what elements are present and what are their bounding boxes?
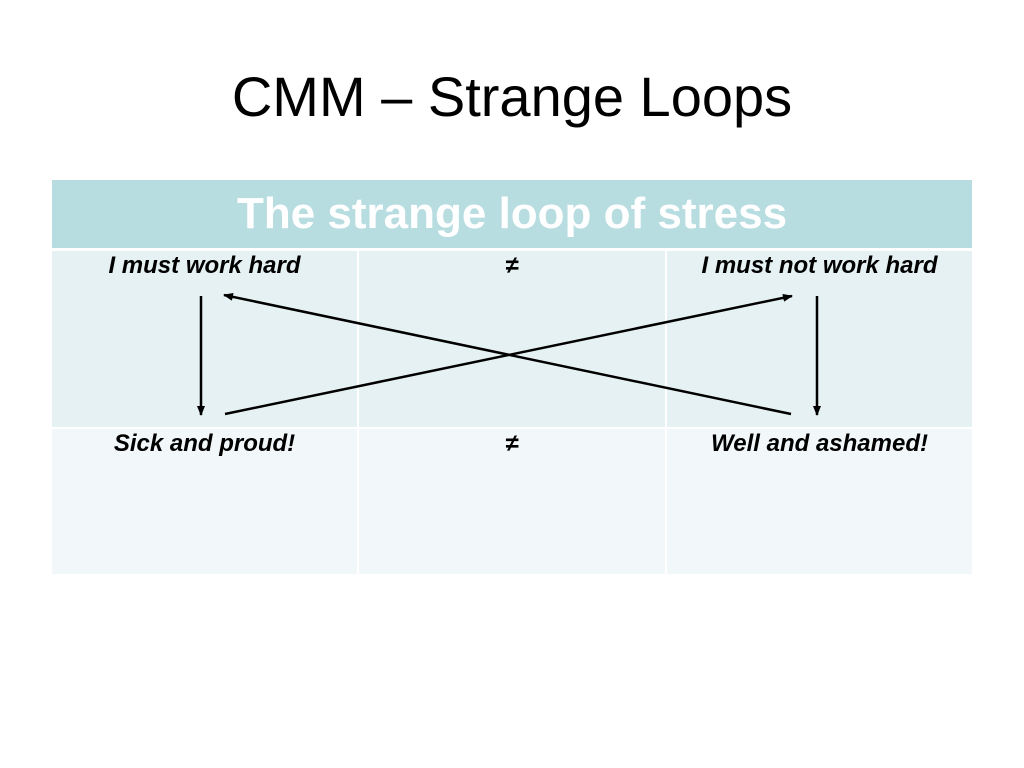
strange-loop-table: The strange loop of stress I must work h… — [52, 180, 973, 574]
table-header: The strange loop of stress — [52, 180, 973, 251]
not-equal-sign: ≠ — [357, 426, 666, 574]
cell-must-not-work-hard: I must not work hard — [664, 249, 973, 428]
cell-well-and-ashamed: Well and ashamed! — [664, 426, 973, 574]
slide-title: CMM – Strange Loops — [231, 65, 793, 128]
strange-loop-table-container: The strange loop of stress I must work h… — [52, 180, 973, 577]
table-row: I must work hard ≠ I must not work hard — [52, 249, 973, 428]
not-equal-sign: ≠ — [357, 249, 666, 428]
table-row: Sick and proud! ≠ Well and ashamed! — [52, 426, 973, 574]
cell-must-work-hard: I must work hard — [52, 249, 358, 428]
cell-sick-and-proud: Sick and proud! — [52, 426, 358, 574]
